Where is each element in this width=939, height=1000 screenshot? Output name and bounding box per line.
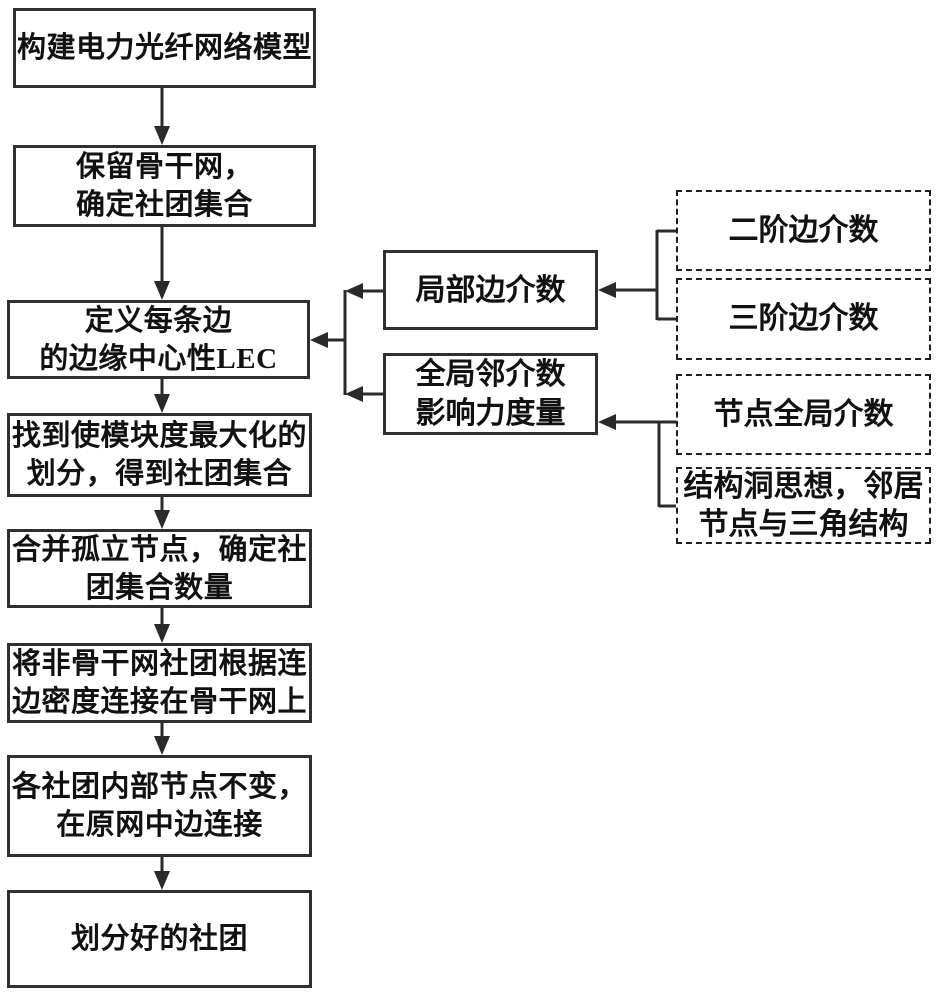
arrow-step3-step4: [154, 379, 170, 413]
arrow-step4-step5: [154, 497, 170, 529]
step-6-connect-non-backbone-communities: 将非骨干网社团根据连 边密度连接在骨干网上: [7, 643, 312, 723]
step-2-keep-backbone-communities: 保留骨干网， 确定社团集合: [13, 145, 316, 227]
step-5-merge-isolated-nodes: 合并孤立节点，确定社 团集合数量: [7, 529, 312, 608]
factor-third-order-edge-betweenness: 三阶边介数: [676, 278, 931, 360]
arrow-step1-step2: [154, 88, 170, 145]
connector-factors-to-global-influence: [598, 414, 676, 508]
step-1-build-network-model: 构建电力光纤网络模型: [13, 8, 316, 88]
connector-metrics-to-lec: [310, 283, 383, 402]
step-4-maximize-modularity-partition: 找到使模块度最大化的 划分，得到社团集合: [7, 413, 312, 497]
step-8-final-communities: 划分好的社团: [7, 890, 312, 988]
arrow-step2-step3: [154, 227, 170, 300]
step-3-define-edge-centrality-lec: 定义每条边 的边缘中心性LEC: [7, 300, 310, 379]
factor-node-global-betweenness: 节点全局介数: [676, 374, 931, 455]
metric-global-neighbor-influence: 全局邻介数 影响力度量: [383, 353, 598, 435]
factor-structural-hole-triangle: 结构洞思想，邻居 节点与三角结构: [676, 467, 931, 544]
arrow-step7-step8: [154, 857, 170, 890]
arrow-step6-step7: [154, 723, 170, 755]
factor-second-order-edge-betweenness: 二阶边介数: [676, 190, 931, 271]
step-7-internal-nodes-unchanged: 各社团内部节点不变， 在原网中边连接: [7, 755, 312, 857]
connector-factors-to-local-betweenness: [598, 229, 676, 321]
arrow-step5-step6: [154, 608, 170, 643]
metric-local-edge-betweenness: 局部边介数: [383, 250, 598, 330]
